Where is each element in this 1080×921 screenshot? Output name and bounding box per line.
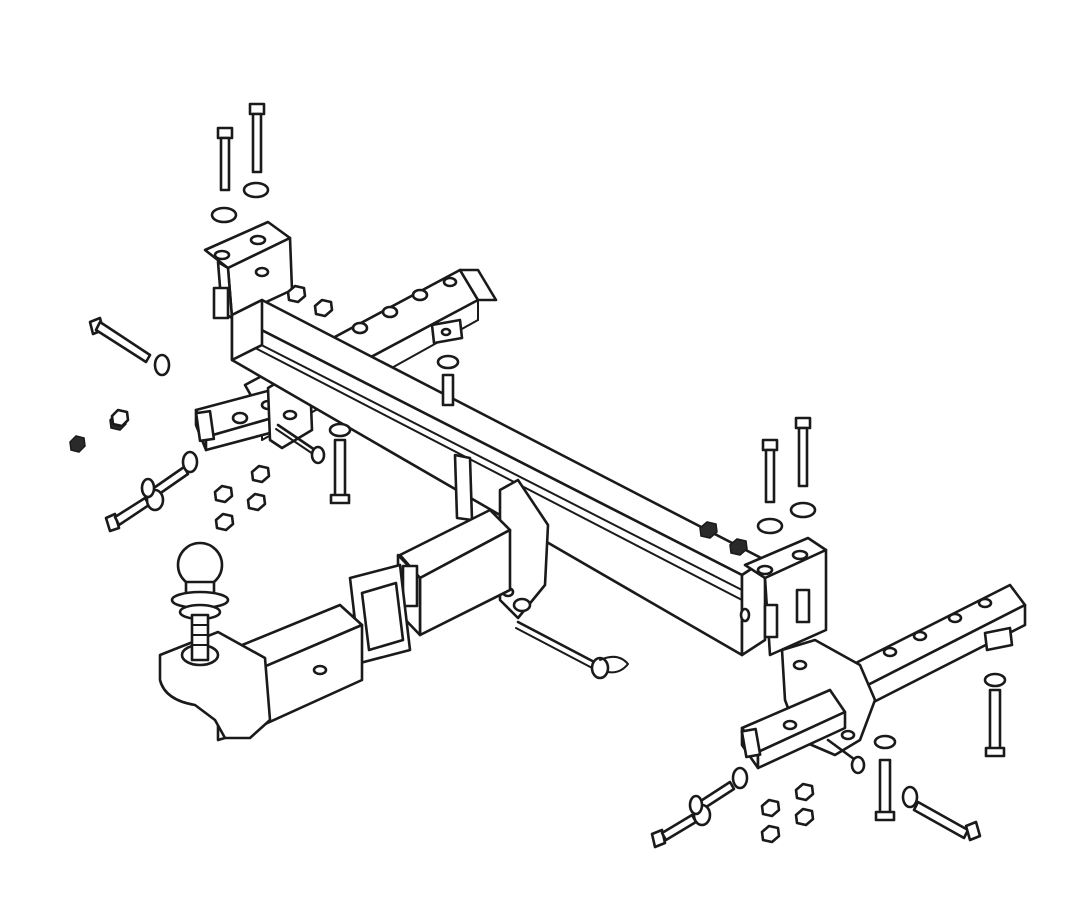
cross-bar	[230, 298, 767, 657]
nuts-group-left	[69, 408, 271, 532]
center-hitch-pin	[515, 620, 629, 680]
bolt	[216, 126, 234, 192]
left-mounting-bracket	[203, 220, 294, 320]
right-hitch-pin	[826, 738, 866, 775]
bolt	[873, 734, 897, 822]
left-hitch-pin	[275, 423, 326, 465]
washer	[756, 517, 784, 535]
nut	[140, 477, 156, 499]
bolt	[983, 672, 1007, 758]
tow-ball	[170, 541, 230, 662]
nuts-group-right	[699, 521, 748, 556]
socket-bracket	[453, 453, 550, 620]
nut	[153, 353, 171, 377]
washer	[181, 450, 199, 474]
washer	[731, 766, 749, 790]
washer	[789, 501, 817, 519]
right-arm-end-sleeve	[740, 688, 847, 770]
bolt	[436, 354, 460, 407]
bolt	[761, 438, 779, 504]
right-side-arm	[840, 583, 1027, 712]
nut	[901, 785, 919, 809]
nuts-group-top	[286, 284, 334, 318]
receiver-collar	[348, 563, 412, 665]
bolt	[912, 800, 982, 842]
bolt	[88, 316, 152, 364]
bolt	[104, 496, 151, 533]
right-mounting-bracket	[743, 536, 828, 657]
bolt	[328, 422, 352, 505]
bolt	[248, 102, 266, 174]
washer	[242, 181, 270, 199]
bolt	[794, 416, 812, 488]
nut	[688, 794, 704, 816]
washer	[210, 206, 238, 224]
nuts-group-bottom-right	[760, 782, 815, 844]
bolt	[650, 813, 698, 849]
